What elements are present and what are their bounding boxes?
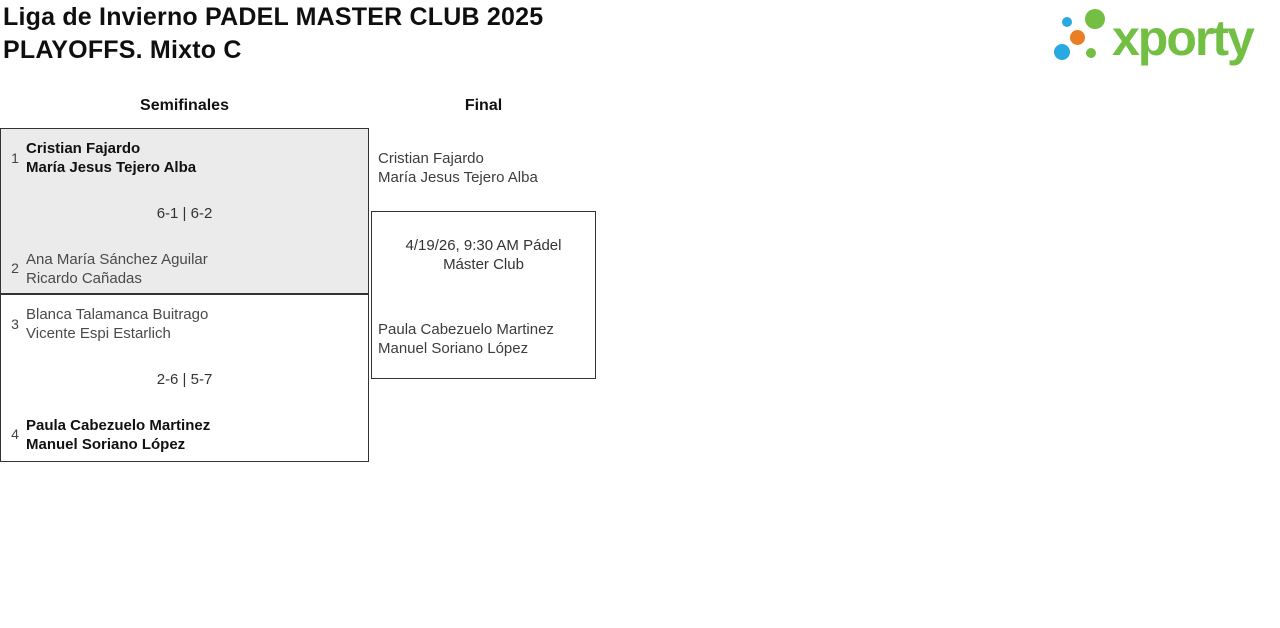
player-name: Manuel Soriano López: [26, 436, 186, 453]
team-pair: Cristian Fajardo María Jesus Tejero Alba: [26, 139, 196, 177]
player-name: María Jesus Tejero Alba: [378, 169, 538, 186]
schedule-line1: 4/19/26, 9:30 AM Pádel: [405, 237, 562, 254]
round-header-final: Final: [464, 97, 503, 114]
seed-number: 4: [11, 426, 19, 442]
player-name: Ricardo Cañadas: [26, 270, 142, 287]
player-name: María Jesus Tejero Alba: [26, 159, 197, 176]
team-pair: Blanca Talamanca Buitrago Vicente Espi E…: [26, 305, 208, 343]
page-title-line1: Liga de Invierno PADEL MASTER CLUB 2025: [3, 3, 544, 31]
final-team-top: Cristian Fajardo María Jesus Tejero Alba: [378, 149, 538, 187]
player-name: Vicente Espi Estarlich: [26, 325, 171, 342]
match-score: 6-1 | 6-2: [156, 205, 213, 222]
page-title: Liga de Invierno PADEL MASTER CLUB 2025 …: [3, 1, 543, 67]
logo-dot-icon: [1070, 30, 1085, 45]
team-pair: Ana María Sánchez Aguilar Ricardo Cañada…: [26, 250, 208, 288]
player-name: Cristian Fajardo: [26, 140, 141, 157]
match-score: 2-6 | 5-7: [156, 371, 213, 388]
player-name: Manuel Soriano López: [378, 340, 529, 357]
player-name: Ana María Sánchez Aguilar: [26, 251, 208, 268]
logo-dot-icon: [1085, 9, 1105, 29]
match-semifinal-2[interactable]: 3 Blanca Talamanca Buitrago Vicente Espi…: [0, 294, 369, 462]
player-name: Paula Cabezuelo Martinez: [378, 321, 554, 338]
final-team-bottom: Paula Cabezuelo Martinez Manuel Soriano …: [378, 320, 554, 358]
player-name: Blanca Talamanca Buitrago: [26, 306, 209, 323]
logo-dot-icon: [1086, 48, 1096, 58]
match-schedule: 4/19/26, 9:30 AM Pádel Máster Club: [372, 236, 595, 274]
logo-dot-icon: [1062, 17, 1072, 27]
match-semifinal-1[interactable]: 1 Cristian Fajardo María Jesus Tejero Al…: [0, 128, 369, 294]
team-pair: Paula Cabezuelo Martinez Manuel Soriano …: [26, 416, 210, 454]
match-final[interactable]: 4/19/26, 9:30 AM Pádel Máster Club Paula…: [371, 211, 596, 379]
seed-number: 2: [11, 260, 19, 276]
logo-dot-icon: [1054, 44, 1070, 60]
schedule-line2: Máster Club: [443, 256, 524, 273]
player-name: Paula Cabezuelo Martinez: [26, 417, 211, 434]
player-name: Cristian Fajardo: [378, 150, 484, 167]
seed-number: 1: [11, 150, 19, 166]
xporty-logo[interactable]: xporty: [1048, 0, 1276, 75]
seed-number: 3: [11, 316, 19, 332]
round-header-semifinales: Semifinales: [140, 97, 229, 114]
page-title-line2: PLAYOFFS. Mixto C: [3, 36, 242, 64]
logo-wordmark: xporty: [1112, 10, 1255, 66]
